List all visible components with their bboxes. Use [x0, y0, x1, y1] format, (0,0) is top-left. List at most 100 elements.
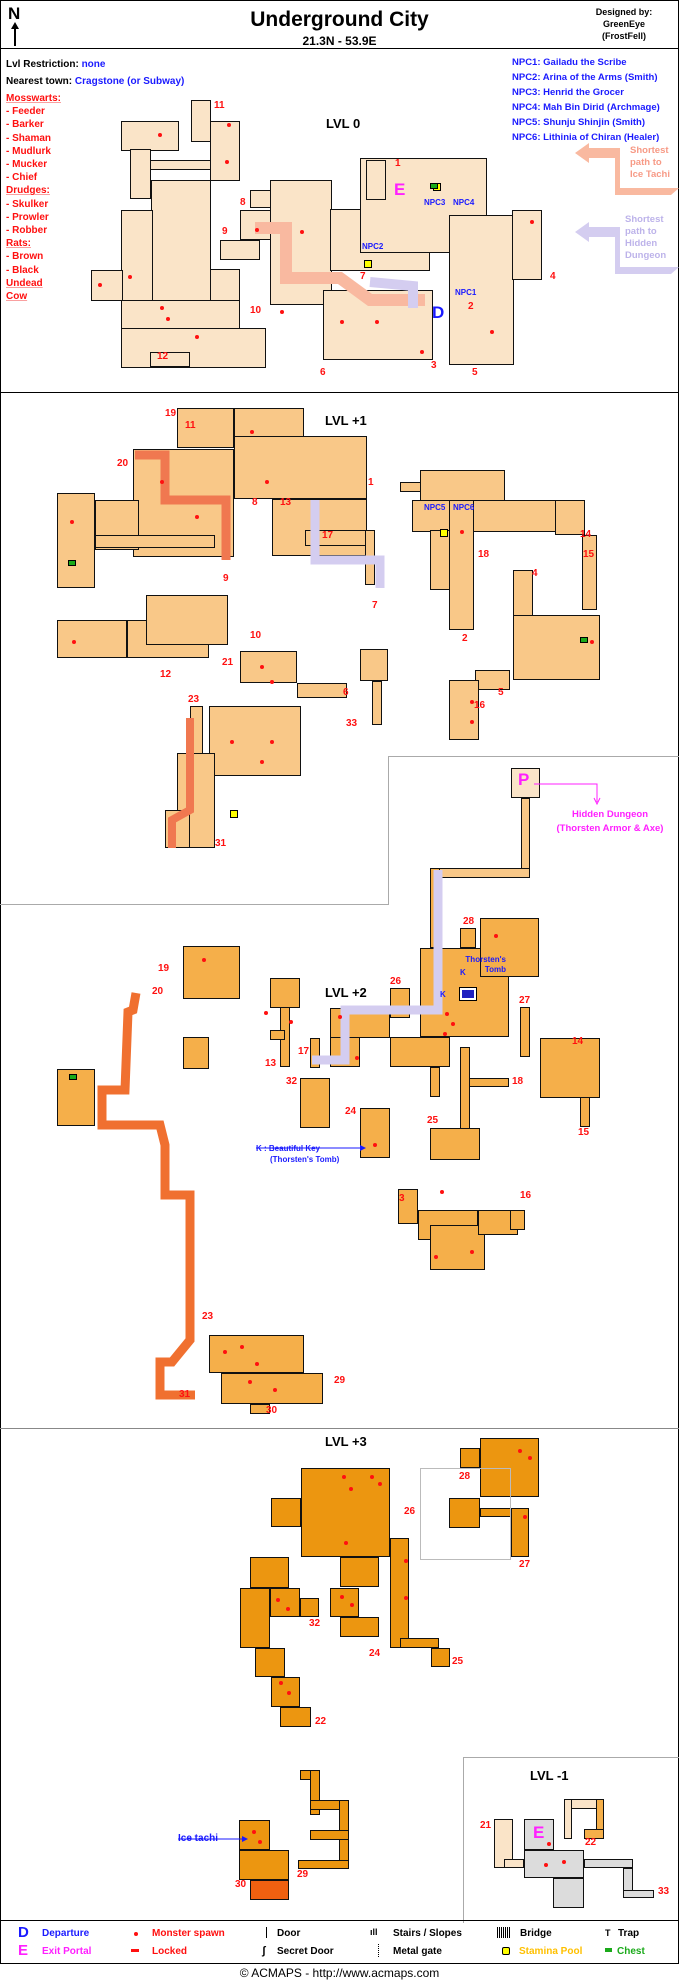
npc-location-label[interactable]: NPC3 [424, 198, 446, 207]
exit-portal-lvl0[interactable]: E [394, 180, 406, 199]
room [323, 290, 433, 360]
stair-link-marker[interactable]: 33 [658, 1886, 670, 1897]
stair-link-marker[interactable]: 9 [222, 226, 228, 237]
stair-link-marker[interactable]: 23 [188, 694, 200, 705]
stair-link-marker[interactable]: 5 [472, 367, 478, 378]
monster-category: Undead [6, 277, 43, 289]
stair-link-marker[interactable]: 25 [452, 1656, 464, 1667]
stair-link-marker[interactable]: 7 [360, 271, 366, 282]
stair-link-marker[interactable]: 30 [266, 1405, 278, 1416]
stair-link-marker[interactable]: 6 [343, 687, 349, 698]
monster-spawn-icon [202, 958, 206, 962]
stair-link-marker[interactable]: 28 [463, 916, 475, 927]
stair-link-marker[interactable]: 31 [215, 838, 227, 849]
stair-link-marker[interactable]: 27 [519, 995, 531, 1006]
stair-link-marker[interactable]: 29 [297, 1869, 309, 1880]
metal-gate-icon [378, 1944, 380, 1957]
stair-link-marker[interactable]: 8 [240, 197, 246, 208]
monster-spawn-icon [276, 1598, 280, 1602]
room [398, 1189, 418, 1224]
stair-link-marker[interactable]: 16 [520, 1190, 532, 1201]
stair-link-marker[interactable]: 18 [512, 1076, 524, 1087]
stair-link-marker[interactable]: 4 [550, 271, 556, 282]
stair-link-marker[interactable]: 11 [214, 100, 225, 111]
stair-link-marker[interactable]: 27 [519, 1559, 531, 1570]
stair-link-marker[interactable]: 22 [315, 1716, 327, 1727]
stair-link-marker[interactable]: 28 [459, 1471, 471, 1482]
monster-spawn-icon [160, 306, 164, 310]
stair-link-marker[interactable]: 2 [462, 633, 468, 644]
npc-location-label[interactable]: NPC2 [362, 242, 384, 251]
stair-link-marker[interactable]: 6 [320, 367, 326, 378]
stair-link-marker[interactable]: 24 [345, 1106, 357, 1117]
stair-link-marker[interactable]: 30 [235, 1879, 247, 1890]
stair-link-marker[interactable]: 21 [222, 657, 234, 668]
stamina-pool-icon[interactable] [364, 260, 372, 268]
stair-link-marker[interactable]: 19 [165, 408, 177, 419]
legend-departure: Departure [42, 1928, 90, 1939]
npc-location-label[interactable]: NPC4 [453, 198, 475, 207]
stair-link-marker[interactable]: 20 [117, 458, 129, 469]
npc-location-label[interactable]: NPC5 [424, 503, 446, 512]
stair-link-marker[interactable]: 12 [160, 669, 172, 680]
stair-link-marker[interactable]: 11 [185, 420, 196, 431]
stair-link-marker[interactable]: 19 [158, 963, 170, 974]
stair-link-marker[interactable]: 14 [572, 1036, 584, 1047]
stair-link-marker[interactable]: 15 [583, 549, 595, 560]
stamina-pool-icon[interactable] [230, 810, 238, 818]
stair-link-marker[interactable]: 1 [395, 158, 401, 169]
stair-link-marker[interactable]: 10 [250, 305, 262, 316]
stair-link-marker[interactable]: 24 [369, 1648, 381, 1659]
stair-link-marker[interactable]: 25 [427, 1115, 439, 1126]
chest-icon[interactable] [68, 560, 76, 566]
exit-portal-lvl-minus1[interactable]: E [533, 1823, 545, 1842]
monster-spawn-icon [223, 1350, 227, 1354]
npc-location-label[interactable]: NPC6 [453, 503, 475, 512]
npc-location-label[interactable]: NPC1 [455, 288, 477, 297]
stair-link-marker[interactable]: 23 [202, 1311, 214, 1322]
stair-link-marker[interactable]: 21 [480, 1820, 492, 1831]
chest-icon[interactable] [69, 1074, 77, 1080]
stair-link-marker[interactable]: 8 [252, 497, 258, 508]
stair-link-marker[interactable]: 13 [280, 497, 292, 508]
stamina-pool-icon[interactable] [440, 529, 448, 537]
stair-link-marker[interactable]: 32 [286, 1076, 298, 1087]
monster-spawn-icon [248, 1380, 252, 1384]
stair-link-marker[interactable]: 1 [368, 477, 374, 488]
stair-link-marker[interactable]: 16 [474, 700, 486, 711]
stair-link-marker[interactable]: 3 [431, 360, 437, 371]
stair-link-marker[interactable]: 4 [532, 568, 538, 579]
stair-link-marker[interactable]: 13 [265, 1058, 277, 1069]
stair-link-marker[interactable]: 5 [498, 687, 504, 698]
stair-link-marker[interactable]: 9 [223, 573, 229, 584]
stair-link-marker[interactable]: 18 [478, 549, 490, 560]
room [270, 1030, 285, 1040]
stair-link-marker[interactable]: 7 [372, 600, 378, 611]
chest-icon[interactable] [430, 183, 438, 189]
stair-link-marker[interactable]: 2 [468, 301, 474, 312]
stair-link-marker[interactable]: 32 [309, 1618, 321, 1629]
stair-link-marker[interactable]: 17 [322, 530, 334, 541]
hidden-dungeon-portal[interactable]: P [518, 770, 530, 789]
room [430, 1128, 480, 1160]
stair-link-marker[interactable]: 29 [334, 1375, 346, 1386]
stair-link-marker[interactable]: 15 [578, 1127, 590, 1138]
stair-link-marker[interactable]: 12 [157, 351, 169, 362]
stair-link-marker[interactable]: 14 [580, 529, 592, 540]
stair-link-marker[interactable]: 10 [250, 630, 262, 641]
stair-link-marker[interactable]: 26 [390, 976, 402, 987]
stair-link-marker[interactable]: 3 [399, 1193, 405, 1204]
room [366, 160, 386, 200]
tomb-chest-icon[interactable] [459, 987, 477, 1001]
monster-spawn-icon [404, 1559, 408, 1563]
chest-icon[interactable] [580, 637, 588, 643]
stair-link-marker[interactable]: 20 [152, 986, 164, 997]
room [365, 530, 375, 585]
stair-link-marker[interactable]: 33 [346, 718, 358, 729]
stair-link-marker[interactable]: 31 [179, 1389, 191, 1400]
departure-marker[interactable]: D [432, 303, 445, 322]
room [300, 1078, 330, 1128]
stair-link-marker[interactable]: 17 [298, 1046, 310, 1057]
stair-link-marker[interactable]: 26 [404, 1506, 416, 1517]
stair-link-marker[interactable]: 22 [585, 1837, 597, 1848]
